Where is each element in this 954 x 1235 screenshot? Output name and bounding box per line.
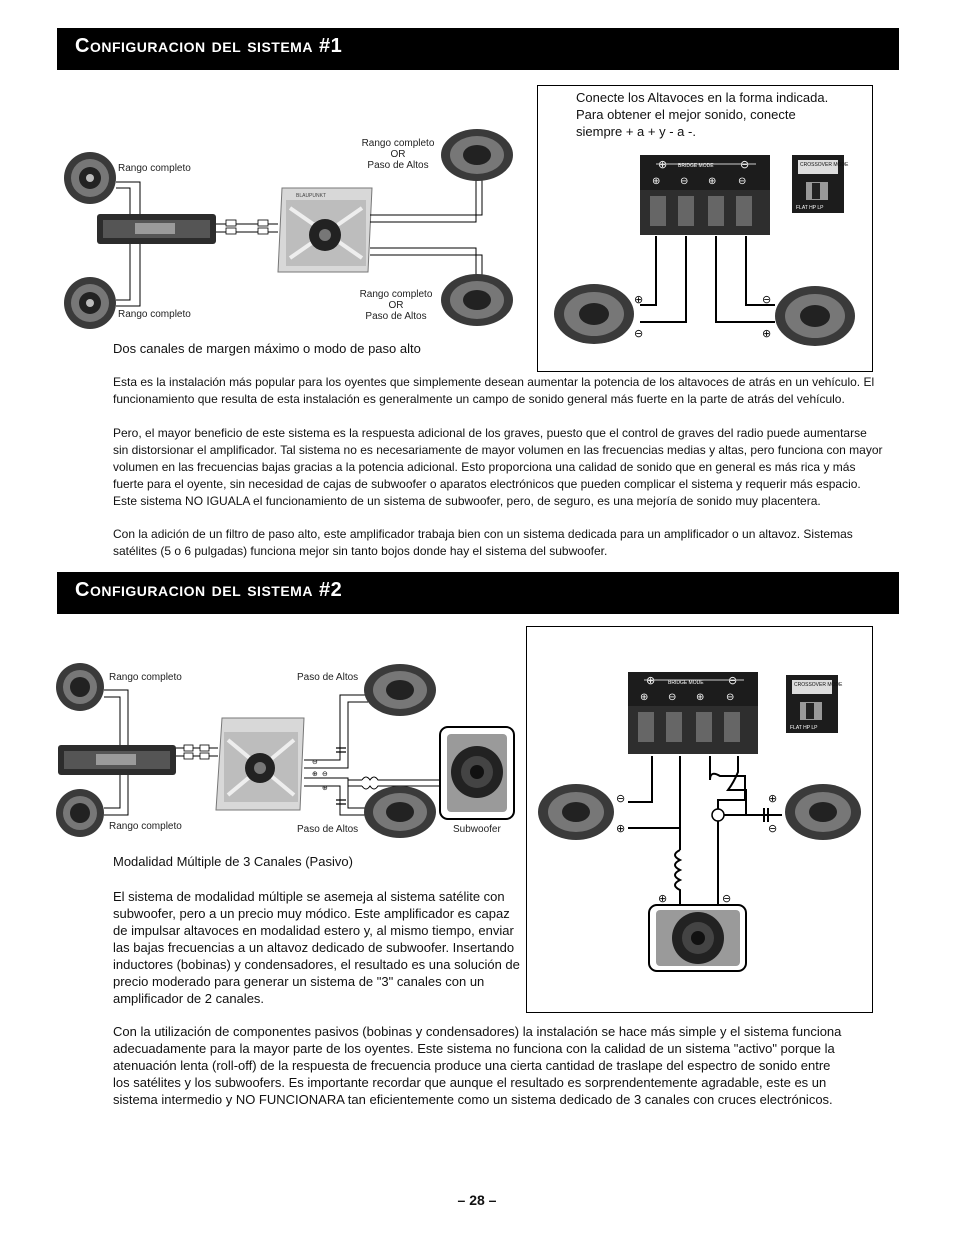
section1-wiring-diagram: BLAUPUNKT <box>64 129 513 329</box>
section1-paragraph-2: Pero, el mayor beneficio de este sistema… <box>113 426 883 508</box>
svg-text:⊕: ⊕ <box>640 692 648 703</box>
svg-text:⊖: ⊖ <box>768 822 777 835</box>
svg-text:⊖: ⊖ <box>668 692 676 703</box>
bottom-right-oval-speaker <box>441 274 513 326</box>
section2-terminal-diagram: ⊕ ⊖ ⊕ ⊖ ⊕ ⊖ BRIDGE MODE CROSSOVER MODE F… <box>538 672 861 972</box>
head-unit-radio <box>97 214 216 244</box>
section2-paragraph-1: El sistema de modalidad múltiple se asem… <box>113 889 520 1006</box>
section2-caption: Modalidad Múltiple de 3 Canales (Pasivo) <box>113 854 353 869</box>
section1-paragraph-3: Con la adición de un filtro de paso alto… <box>113 527 853 558</box>
head-unit-radio-2 <box>58 745 176 775</box>
rear-left-oval-speaker-1 <box>554 284 634 344</box>
crossover-switch <box>792 155 844 213</box>
front-left-label: Rango completo <box>118 163 191 174</box>
svg-text:⊕: ⊕ <box>768 792 777 805</box>
crossover-label: CROSSOVER MODE <box>800 162 849 168</box>
amplifier-brand: BLAUPUNKT <box>296 193 326 199</box>
rear-left-oval-speaker-2 <box>538 784 614 840</box>
svg-text:⊖: ⊖ <box>616 792 625 805</box>
svg-text:⊕: ⊕ <box>634 293 643 306</box>
terminal-block-2: ⊕ ⊖ ⊕ ⊖ ⊕ ⊖ <box>628 672 758 754</box>
section2-wiring-diagram: ⊖ ⊕ ⊖ ⊕ <box>56 663 515 838</box>
svg-text:⊕: ⊕ <box>322 784 328 792</box>
svg-text:⊕: ⊕ <box>658 892 667 905</box>
svg-text:⊕: ⊕ <box>312 770 318 778</box>
svg-text:⊕: ⊕ <box>652 176 660 187</box>
subwoofer-label: Subwoofer <box>453 824 501 835</box>
front-left-label-2: Rango completo <box>109 672 182 683</box>
bridge-mode-label: BRIDGE MODE <box>678 163 714 169</box>
crossover-switch-2 <box>786 675 838 733</box>
svg-text:⊕: ⊕ <box>762 327 771 340</box>
section1-banner: Configuracion del sistema #1 <box>57 28 899 70</box>
rear-right-oval-speaker-1 <box>775 286 855 346</box>
terminal-block: ⊕ ⊖ ⊕ ⊖ ⊕ ⊖ <box>640 155 770 235</box>
svg-text:⊖: ⊖ <box>312 758 318 766</box>
amplifier-2 <box>215 717 305 811</box>
rear-left-label-2: Rango completo <box>109 821 182 832</box>
svg-text:⊖: ⊖ <box>634 327 643 340</box>
svg-text:⊖: ⊖ <box>322 770 328 778</box>
svg-text:⊕: ⊕ <box>616 822 625 835</box>
rear-left-speaker-2 <box>56 789 104 837</box>
top-right-label-2: Paso de Altos <box>297 672 359 683</box>
section1-terminal-diagram: ⊕ ⊖ ⊕ ⊖ ⊕ ⊖ BRIDGE MODE CROSSOVER MODE F… <box>554 155 855 346</box>
crossover-options: FLAT HP LP <box>796 205 824 211</box>
section2-title: Configuracion del sistema #2 <box>75 579 343 601</box>
section1-box-note: Conecte los Altavoces en la forma indica… <box>576 90 829 139</box>
bridge-mode-label-2: BRIDGE MODE <box>668 680 704 686</box>
svg-text:⊖: ⊖ <box>680 176 688 187</box>
section2-paragraph-2: Con la utilización de componentes pasivo… <box>113 1024 842 1107</box>
rear-left-speaker <box>64 277 116 329</box>
svg-text:⊖: ⊖ <box>722 892 731 905</box>
svg-text:⊖: ⊖ <box>738 176 746 187</box>
svg-text:⊖: ⊖ <box>726 692 734 703</box>
section1-title: Configuracion del sistema #1 <box>75 35 343 57</box>
section1-caption: Dos canales de margen máximo o modo de p… <box>113 341 421 356</box>
page-number: – 28 – <box>457 1192 497 1208</box>
subwoofer-box-2 <box>648 904 747 972</box>
amplifier <box>277 187 373 273</box>
subwoofer-box <box>439 726 515 820</box>
bottom-right-label-2: Paso de Altos <box>297 824 359 835</box>
rear-right-oval-speaker-2 <box>785 784 861 840</box>
section2-banner: Configuracion del sistema #2 <box>57 572 899 614</box>
top-right-oval-speaker-2 <box>364 664 436 716</box>
bottom-right-oval-speaker-2 <box>364 786 436 838</box>
rear-left-label: Rango completo <box>118 309 191 320</box>
svg-text:⊕: ⊕ <box>708 176 716 187</box>
top-right-oval-speaker <box>441 129 513 181</box>
section1-paragraph-1: Esta es la instalación más popular para … <box>113 375 875 406</box>
crossover-label-2: CROSSOVER MODE <box>794 682 843 688</box>
svg-text:⊕: ⊕ <box>696 692 704 703</box>
svg-text:⊖: ⊖ <box>762 293 771 306</box>
crossover-options-2: FLAT HP LP <box>790 725 818 731</box>
front-left-speaker-2 <box>56 663 104 711</box>
front-left-speaker <box>64 152 116 204</box>
